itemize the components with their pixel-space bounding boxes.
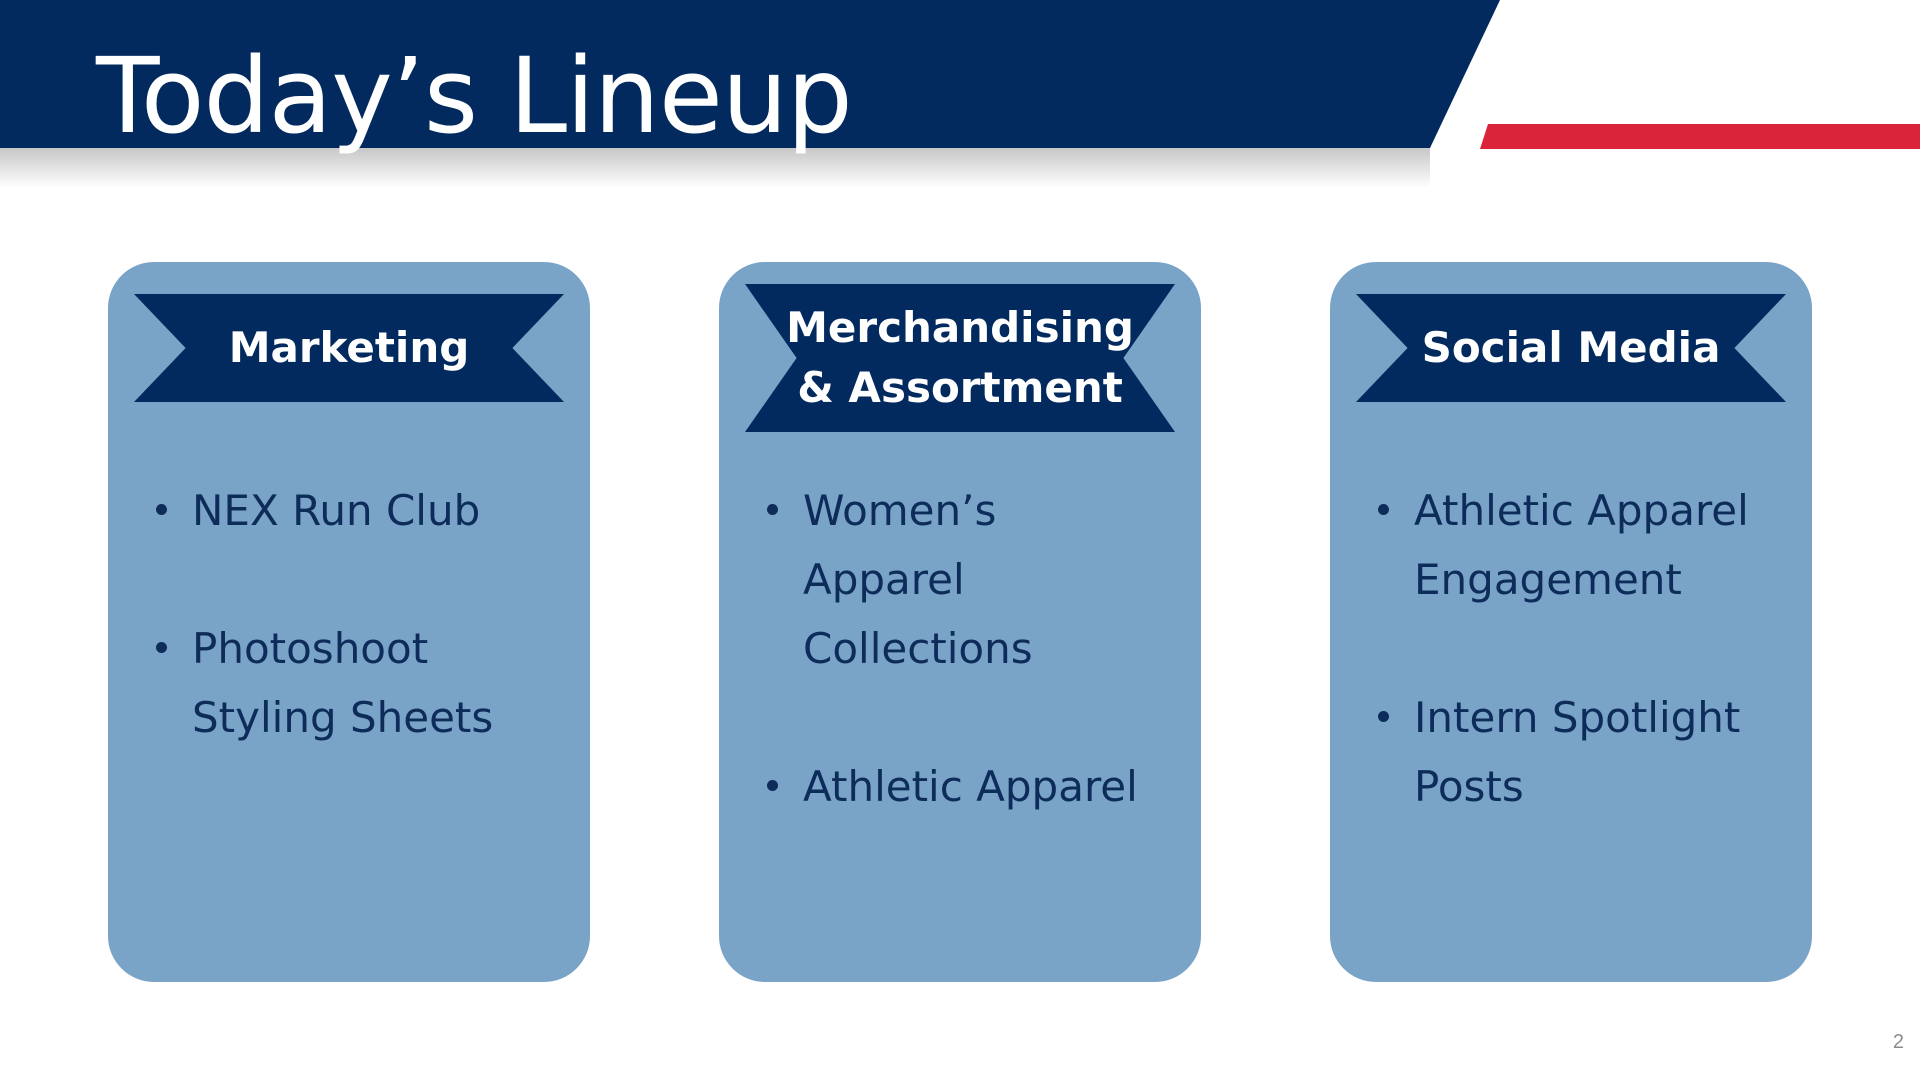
bullet-text: Women’s Apparel Collections (803, 486, 1033, 673)
card-heading: Marketing (228, 323, 470, 372)
slide-title: Today’s Lineup (96, 35, 853, 157)
bullet-list: NEX Run Club Photoshoot Styling Sheets (156, 476, 576, 821)
bullet-item: NEX Run Club (156, 476, 576, 545)
bullet-dot-icon (156, 642, 167, 653)
bullet-text: Athletic Apparel (803, 762, 1138, 811)
card-marketing: Marketing NEX Run Club Photoshoot Stylin… (108, 262, 590, 982)
bullet-dot-icon (767, 780, 778, 791)
bullet-dot-icon (156, 504, 167, 515)
card-heading-ribbon: Merchandising & Assortment (745, 284, 1175, 432)
bullet-text: Athletic Apparel Engagement (1414, 486, 1749, 604)
bullet-dot-icon (1378, 711, 1389, 722)
card-social-media: Social Media Athletic Apparel Engagement… (1330, 262, 1812, 982)
header-shadow (0, 148, 1430, 188)
bullet-item: Athletic Apparel Engagement (1378, 476, 1798, 614)
bullet-item: Athletic Apparel (767, 752, 1203, 821)
bullet-item: Intern Spotlight Posts (1378, 683, 1798, 821)
card-heading: Social Media (1421, 323, 1721, 372)
card-heading: Merchandising & Assortment (786, 303, 1134, 412)
card-heading-ribbon: Marketing (134, 294, 564, 402)
bullet-dot-icon (1378, 504, 1389, 515)
bullet-text: Intern Spotlight Posts (1414, 693, 1741, 811)
header-band (0, 0, 1500, 148)
bullet-list: Athletic Apparel Engagement Intern Spotl… (1378, 476, 1798, 890)
card-heading-ribbon: Social Media (1356, 294, 1786, 402)
page-number: 2 (1892, 1031, 1904, 1053)
bullet-dot-icon (767, 504, 778, 515)
card-merchandising: Merchandising & Assortment Women’s Appar… (719, 262, 1201, 982)
bullet-text: Photoshoot Styling Sheets (192, 624, 494, 742)
bullet-text: NEX Run Club (192, 486, 481, 535)
bullet-item: Photoshoot Styling Sheets (156, 614, 576, 752)
accent-bar (1480, 124, 1920, 149)
bullet-item: Women’s Apparel Collections (767, 476, 1033, 683)
bullet-list: Women’s Apparel Collections Athletic App… (767, 476, 1138, 890)
